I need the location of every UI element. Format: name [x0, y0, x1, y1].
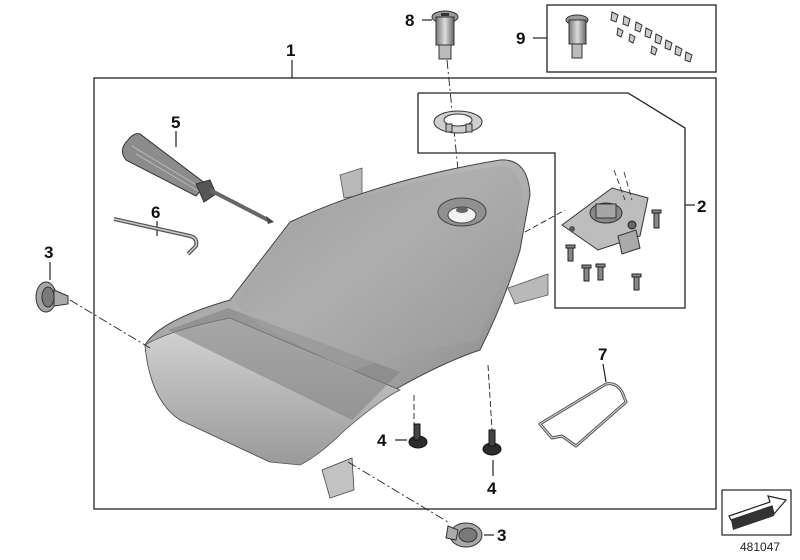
callout-4-right: 4: [487, 479, 497, 498]
callout-7: 7: [598, 345, 607, 364]
assembly-frame: [93, 77, 717, 510]
wire-clip-7: [538, 363, 628, 448]
seat-tab-rear: [339, 167, 363, 199]
screw-4-right: [482, 364, 502, 476]
screwdriver-5: [122, 131, 274, 224]
lock-leader: [524, 209, 566, 233]
lock-kit-9: [565, 11, 693, 63]
rubber-buffer-3-left: [35, 262, 151, 349]
callout-3-bottom: 3: [497, 526, 506, 545]
rubber-buffer-3-bottom: [347, 461, 494, 548]
diagram-reference-number: 481047: [740, 540, 780, 554]
seat-tab-side: [507, 273, 549, 305]
callout-1: 1: [286, 41, 295, 60]
lock-cylinder-8: [422, 10, 463, 211]
lock-ring: [433, 110, 483, 134]
callout-2: 2: [697, 197, 706, 216]
callout-8: 8: [405, 11, 414, 30]
arrow-icon: [721, 489, 792, 536]
lock-mechanism: [561, 169, 662, 291]
screw-4-left: [395, 395, 428, 449]
callout-5: 5: [171, 113, 180, 132]
callout-3-left: 3: [44, 243, 53, 262]
callout-4-left: 4: [377, 431, 387, 450]
hex-key-6: [113, 217, 199, 256]
seat-bracket-front: [321, 457, 355, 499]
lock-detail-frame: [417, 92, 686, 309]
callout-9: 9: [516, 29, 525, 48]
callout-6: 6: [151, 203, 160, 222]
seat-body: [144, 159, 531, 466]
